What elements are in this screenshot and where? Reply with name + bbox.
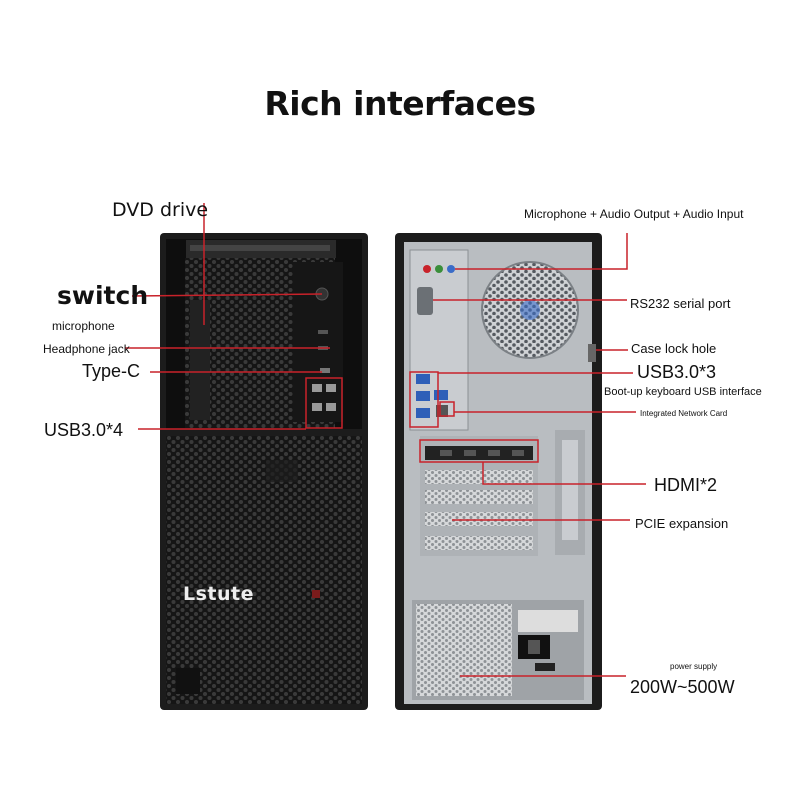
switch-callout (131, 293, 323, 297)
label-switch: switch (57, 281, 149, 310)
label-network-card: Integrated Network Card (640, 409, 728, 418)
label-pcie: PCIE expansion (635, 516, 729, 531)
label-usb-rear: USB3.0*3 (637, 362, 717, 382)
front-case (160, 233, 368, 710)
label-power-wattage: 200W~500W (630, 677, 735, 697)
usb-rear-highlight (409, 371, 439, 428)
hdmi-callout (482, 462, 646, 485)
label-power-supply: power supply (670, 662, 718, 671)
callout-lines (125, 203, 646, 677)
label-boot-up-usb: Boot-up keyboard USB interface (604, 386, 762, 398)
label-rs232: RS232 serial port (630, 296, 731, 311)
label-mic-audio: Microphone + Audio Output + Audio Input (524, 207, 744, 221)
network-highlight (439, 401, 455, 417)
label-case-lock: Case lock hole (631, 341, 717, 356)
label-type-c: Type-C (82, 361, 141, 381)
usb-front-highlight (305, 377, 343, 429)
hdmi-highlight (419, 439, 539, 463)
page-title: Rich interfaces (264, 84, 536, 123)
label-dvd-drive: DVD drive (112, 199, 209, 221)
mic-audio-callout (455, 233, 628, 270)
brand-logo: Lstute (183, 583, 254, 605)
label-headphone-jack: Headphone jack (43, 342, 130, 356)
rear-case (395, 233, 602, 710)
label-hdmi: HDMI*2 (654, 475, 718, 495)
highlight-boxes (305, 371, 539, 463)
label-usb-front: USB3.0*4 (44, 420, 124, 440)
label-microphone: microphone (52, 319, 115, 333)
